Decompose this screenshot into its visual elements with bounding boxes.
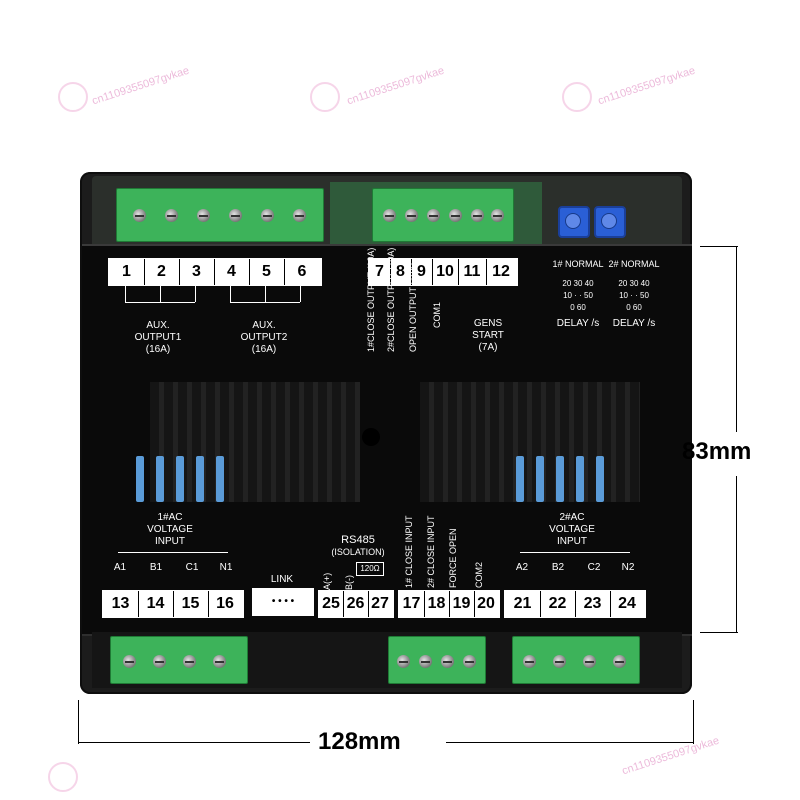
delay2-title: 2# NORMAL [608,259,660,269]
phase-a2: A2 [515,562,529,573]
force-open-label: FORCE OPEN [448,528,458,588]
watermark-icon [48,762,78,792]
watermark-text: cn1109355097gvkae [90,64,191,108]
terminal-block-bottom-right [512,636,640,684]
rs485-a-label: A(+) [322,572,332,590]
terminal-block-bottom-left [110,636,248,684]
watermark-icon [58,82,88,112]
indicator-slot [156,456,164,502]
link-port[interactable]: • • • • [252,588,314,616]
delay1-label: DELAY /s [556,318,600,329]
delay1-title: 1# NORMAL [552,259,604,269]
phase-n1: N1 [219,562,233,573]
com2-label: COM2 [474,561,484,588]
watermark-text: cn1109355097gvkae [596,64,697,108]
width-dimension-label: 128mm [318,728,401,755]
link-label: LINK [270,574,294,585]
close-input2-label: 2# CLOSE INPUT [426,515,436,588]
terminal-block-bottom-middle [388,636,486,684]
rs485-b-label: B(-) [344,575,354,590]
phase-n2: N2 [621,562,635,573]
open-output-label: OPEN OUTPUT (10A) [408,262,418,352]
watermark-icon [562,82,592,112]
width-dimension-line [78,742,310,743]
phase-c2: C2 [587,562,601,573]
height-dimension-line [736,246,737,432]
delay-potentiometer-1[interactable] [558,206,590,238]
height-dimension-line [736,476,737,632]
rs485-label: RS485(ISOLATION) [331,534,385,557]
indicator-slot [196,456,204,502]
height-dimension-bottom-tick [700,632,738,633]
watermark-icon [310,82,340,112]
indicator-slot [176,456,184,502]
close-input1-label: 1# CLOSE INPUT [404,515,414,588]
vent-grille-left [150,382,360,502]
phase-b2: B2 [551,562,565,573]
resistor-label: 120Ω [356,562,384,576]
com1-label: COM1 [432,301,442,328]
phase-a1: A1 [113,562,127,573]
terminal-strip-1-6: 1 2 3 4 5 6 [108,258,322,286]
close-output2-label: 2#CLOSE OUTPUT (10A) [386,247,396,352]
width-dimension-left-tick [78,700,79,744]
delay2-scale-mid: 10 · · 50 [619,291,649,300]
vent-grille-right [420,382,640,502]
delay2-label: DELAY /s [612,318,656,329]
height-dimension-label: 83mm [682,438,752,465]
indicator-slot [516,456,524,502]
indicator-slot [596,456,604,502]
terminal-strip-25-27: 25 26 27 [318,590,394,618]
delay1-scale-top: 20 30 40 [562,279,594,288]
center-hole [362,428,380,446]
terminal-strip-13-16: 13 14 15 16 [102,590,244,618]
delay1-scale-mid: 10 · · 50 [563,291,593,300]
height-dimension-top-tick [700,246,738,247]
phase-b1: B1 [149,562,163,573]
delay2-scale-top: 20 30 40 [618,279,650,288]
indicator-slot [536,456,544,502]
indicator-slot [136,456,144,502]
width-dimension-right-tick [693,700,694,744]
delay2-scale-bottom: 0 60 [626,303,642,312]
terminal-block-top-left [116,188,324,242]
phase-c1: C1 [185,562,199,573]
aux-output2-label: AUX.OUTPUT2(16A) [240,320,288,355]
watermark-text: cn1109355097gvkae [345,64,446,108]
terminal-strip-21-24: 21 22 23 24 [504,590,646,618]
indicator-slot [216,456,224,502]
delay1-scale-bottom: 0 60 [570,303,586,312]
delay-potentiometer-2[interactable] [594,206,626,238]
terminal-block-top-middle [372,188,514,242]
terminal-strip-17-20: 17 18 19 20 [398,590,500,618]
close-output1-label: 1#CLOSE OUTPUT (10A) [366,247,376,352]
terminal-strip-7-12: 7 8 9 10 11 12 [368,258,518,286]
width-dimension-line [446,742,694,743]
aux-output1-label: AUX.OUTPUT1(16A) [134,320,182,355]
indicator-slot [576,456,584,502]
indicator-slot [556,456,564,502]
